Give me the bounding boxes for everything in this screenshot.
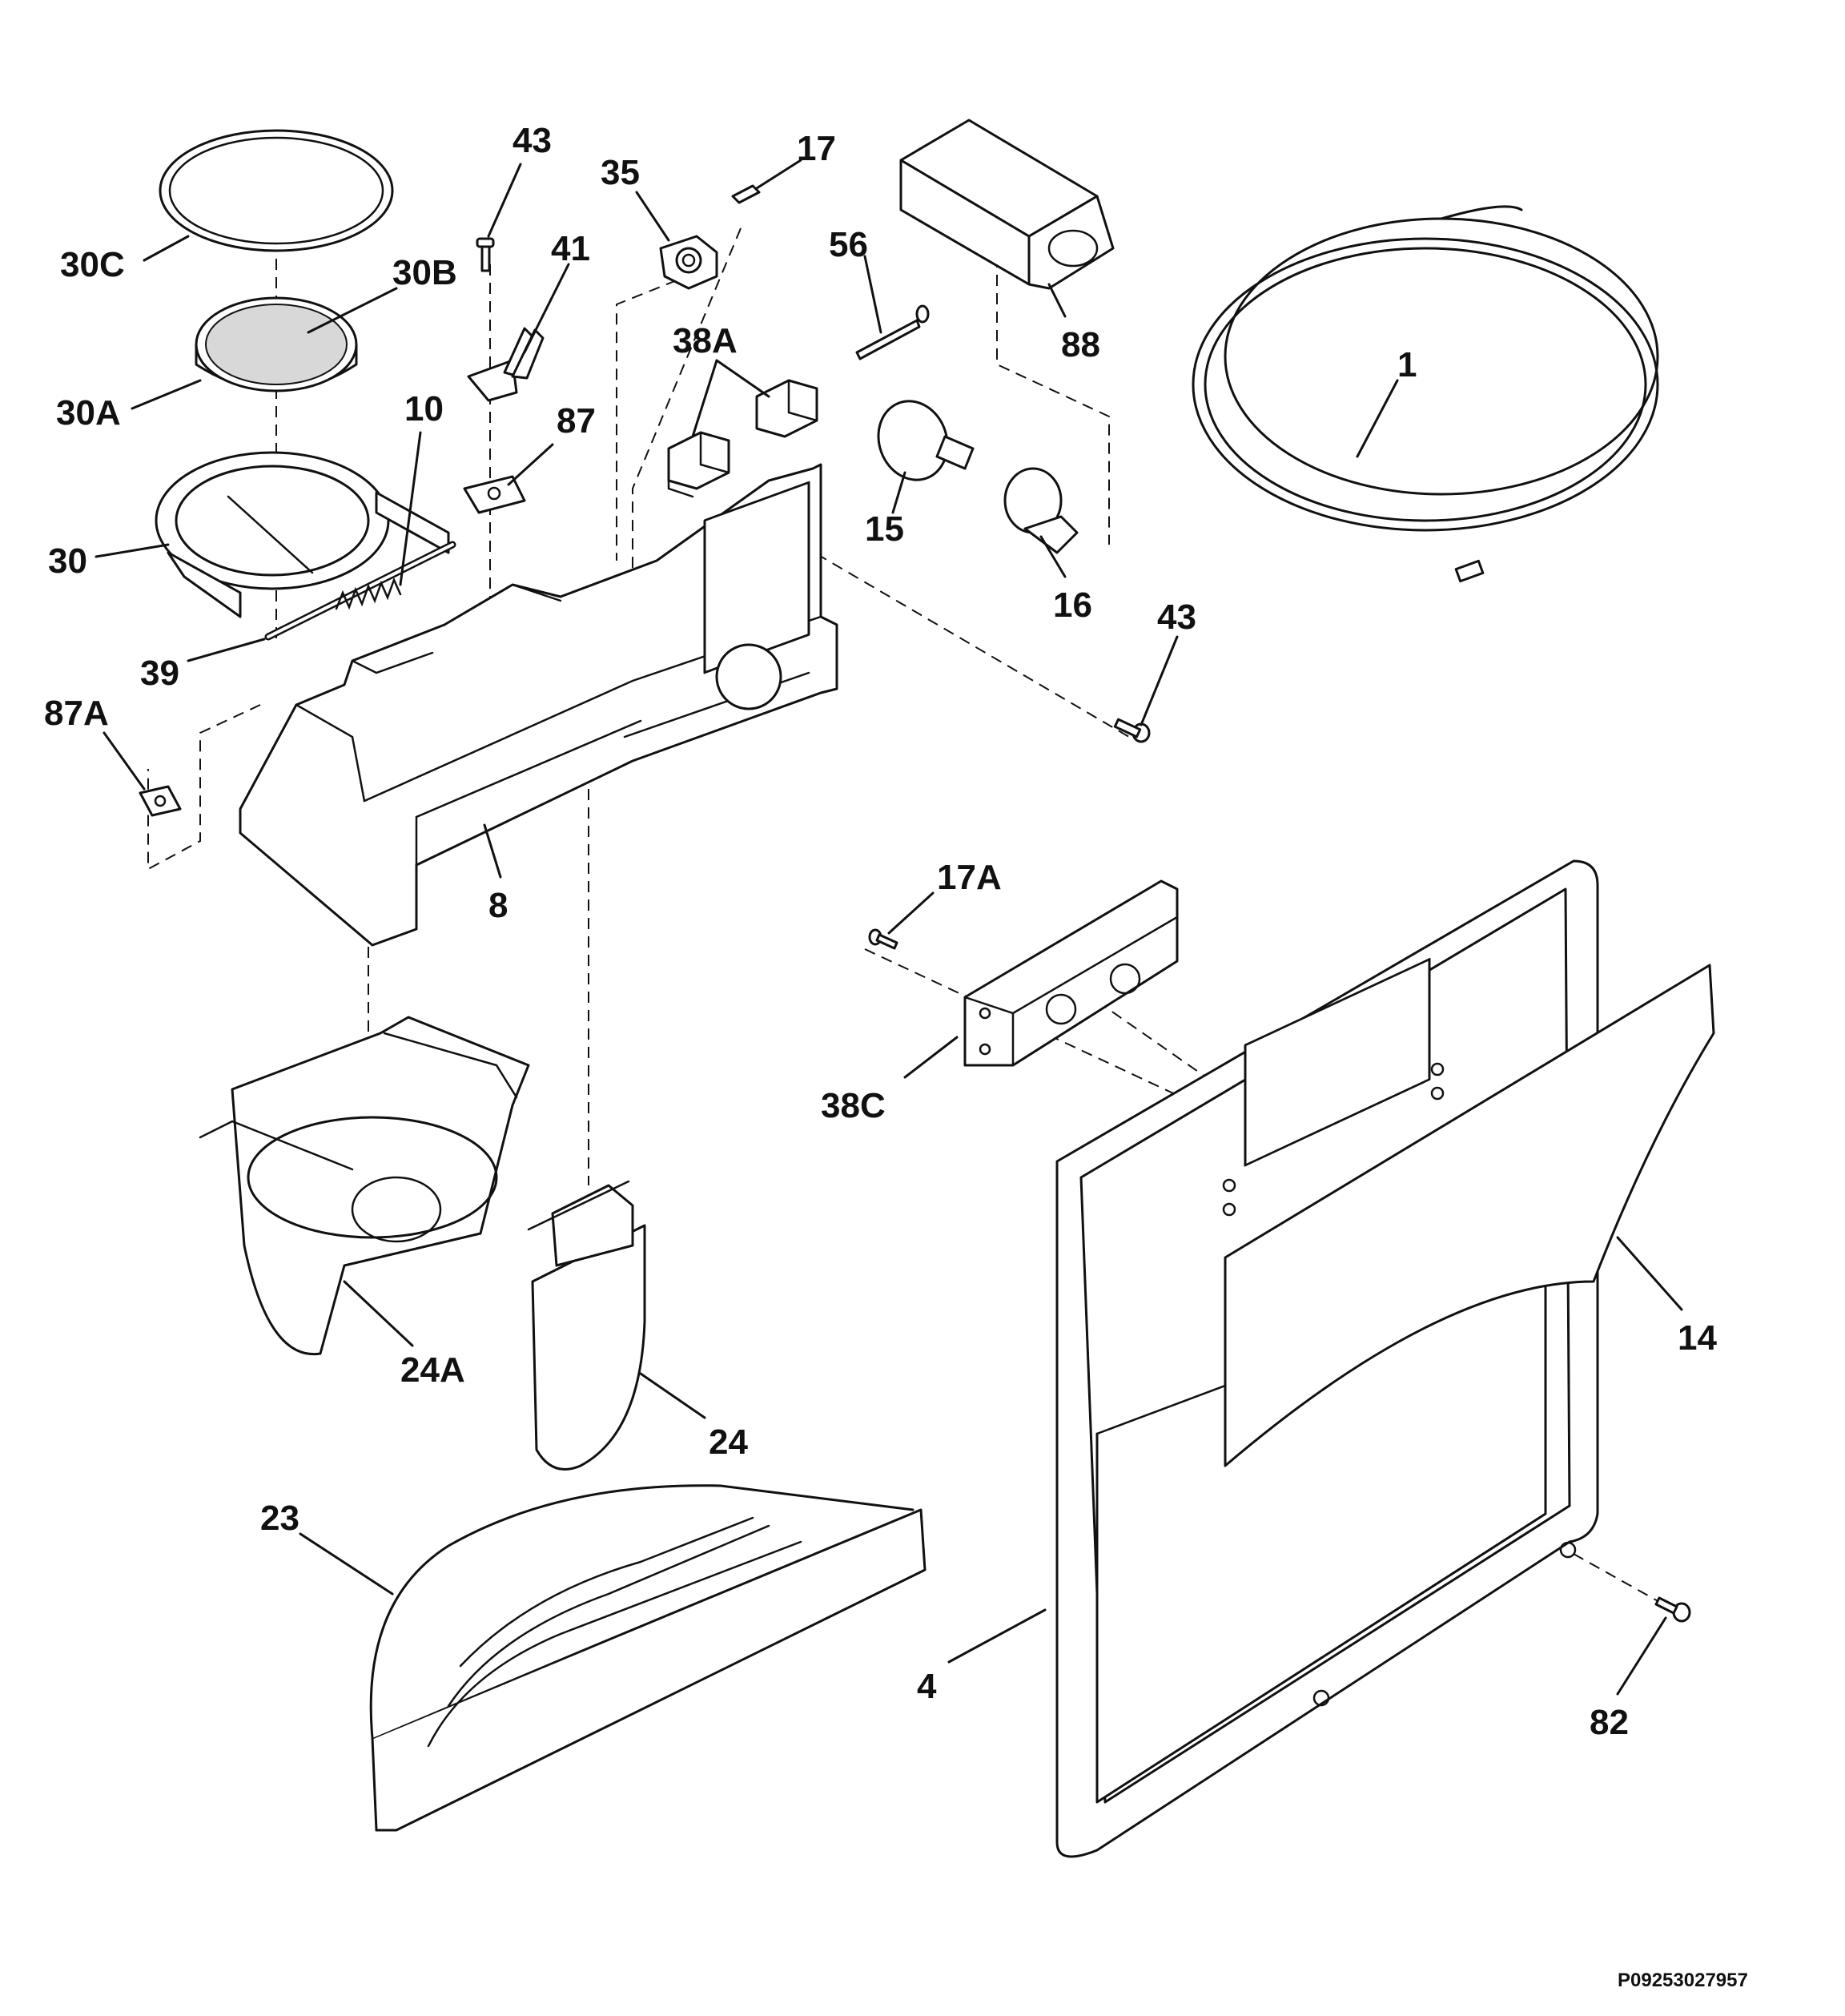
part-82-screw (1654, 1596, 1691, 1623)
callout-label: 38A (673, 321, 738, 360)
callout-label: 8 (488, 886, 508, 925)
callout-label: 35 (601, 153, 640, 192)
part-30-ring-bracket (155, 451, 450, 618)
part-24-door-flap (527, 1180, 646, 1471)
part-41-clip (467, 327, 545, 402)
callout-label: 43 (512, 121, 552, 160)
callout-label: 56 (829, 225, 868, 264)
part-8-housing (239, 463, 838, 947)
part-10-spring (335, 577, 402, 610)
callout-label: 30B (392, 253, 457, 292)
callout-label: 17A (937, 858, 1002, 897)
callout-label: 24 (709, 1422, 748, 1462)
part-38a-switch-left (667, 431, 730, 498)
callout-label: 24A (400, 1350, 465, 1390)
part-24a-ice-chute (199, 1016, 530, 1356)
part-15-bulb (877, 400, 975, 481)
callout-label: 43 (1157, 598, 1196, 637)
part-14-overlay (1224, 964, 1715, 1467)
part-87a-plate (139, 785, 182, 817)
part-23-drip-tray (369, 1484, 927, 1832)
callout-label: 15 (865, 509, 904, 549)
part-56-long-screw (855, 304, 930, 360)
callout-label: 38C (821, 1086, 886, 1125)
part-16-socket (1003, 467, 1079, 554)
callout-label: 30A (56, 393, 121, 433)
callout-label: 39 (140, 654, 179, 693)
part-30b-filter (205, 304, 348, 385)
callout-label: 14 (1678, 1318, 1717, 1358)
callout-label: 23 (260, 1499, 299, 1538)
part-43-screw-right (1113, 718, 1151, 743)
part-87-plate (463, 475, 526, 514)
part-1-tubing (1192, 205, 1659, 583)
part-88-module (899, 119, 1115, 290)
part-35-switch (659, 235, 718, 290)
part-39-pivot-rod (264, 541, 456, 641)
callout-label: 30C (60, 245, 125, 284)
callout-label: 4 (917, 1667, 937, 1706)
callout-label: 17 (797, 129, 836, 168)
part-43-screw-top (476, 237, 495, 272)
callout-label: 87A (44, 694, 109, 733)
part-17-screw (731, 184, 761, 204)
part-38c-bracket (963, 879, 1179, 1067)
document-id: P09253027957 (1618, 1970, 1748, 1991)
leader-lines (94, 159, 1683, 1696)
part-30a-filter-holder (195, 296, 358, 392)
callout-label: 30 (48, 541, 87, 581)
part-30c-gasket (159, 129, 394, 252)
callout-label: 1 (1397, 345, 1417, 384)
callout-label: 87 (557, 401, 596, 441)
callout-label: 41 (551, 229, 590, 268)
part-17a-screw (868, 928, 898, 950)
callout-label: 82 (1590, 1703, 1629, 1742)
callout-label: 10 (404, 389, 444, 429)
callout-label: 88 (1061, 325, 1100, 364)
callout-labels: 30C 43 35 17 30B 41 56 88 38A 30A 10 87 … (44, 121, 1748, 1991)
part-38a-switch-right (755, 379, 818, 438)
callout-label: 16 (1053, 585, 1092, 625)
